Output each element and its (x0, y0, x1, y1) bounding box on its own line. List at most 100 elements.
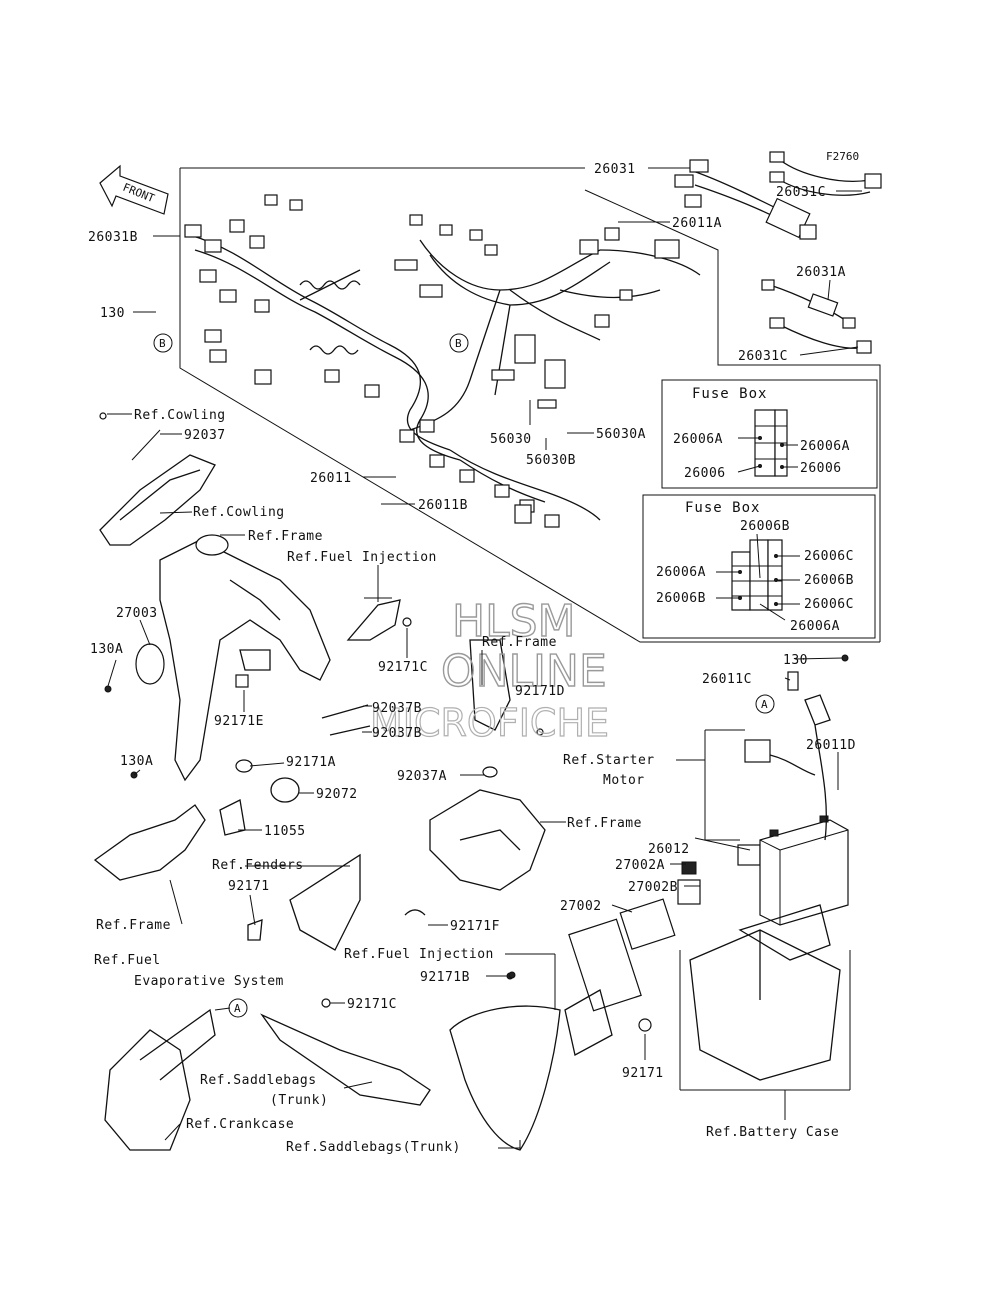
fender-bracket (247, 853, 361, 951)
sub-harness-26031 (674, 159, 817, 240)
sub-harness-26031A (761, 279, 856, 329)
marker-b-mid: B (449, 333, 469, 353)
callout-26012: 26012 (648, 842, 690, 857)
callout-11055: 11055 (264, 824, 306, 839)
svg-text:A: A (234, 1002, 241, 1015)
ref-frame-4: Ref.Frame (96, 918, 171, 933)
callout-26011A: 26011A (672, 216, 722, 231)
fuel-injection-bracket (346, 568, 412, 641)
callout-27003: 27003 (116, 606, 158, 621)
watermark-line-2: ONLINE (441, 646, 607, 697)
callout-130-top: 130 (100, 306, 125, 321)
callout-130A-1: 130A (90, 642, 123, 657)
callout-130A-2: 130A (120, 754, 153, 769)
starter-relay (737, 739, 816, 866)
leader-lines (107, 167, 862, 1149)
ref-fuel-injection-2: Ref.Fuel Injection (344, 947, 494, 962)
callout-92171E: 92171E (214, 714, 264, 729)
fuse-box-2: Fuse Box 26006B 26006A 26006B 26006C 260… (642, 494, 876, 639)
callout-92171C-1: 92171C (378, 660, 428, 675)
callout-92171-left: 92171 (228, 879, 270, 894)
callout-92171A: 92171A (286, 755, 336, 770)
callout-27002: 27002 (560, 899, 602, 914)
callout-26031: 26031 (594, 162, 636, 177)
evaporative-canister (104, 1008, 216, 1151)
callout-92171D: 92171D (515, 684, 565, 699)
ref-saddlebags-2: (Trunk) (270, 1093, 328, 1108)
callout-92171C-2: 92171C (347, 997, 397, 1012)
main-wiring-harness (184, 194, 701, 528)
callout-26031A: 26031A (796, 265, 846, 280)
ref-frame-3: Ref.Frame (567, 816, 642, 831)
front-arrow-icon: FRONT (99, 164, 169, 215)
fuse-box-2-left-1: 26006A (656, 565, 706, 580)
ref-cowling-bottom: Ref.Cowling (193, 505, 285, 520)
ref-saddlebags-1: Ref.Saddlebags (200, 1073, 317, 1088)
ref-fuel-evap-1: Ref.Fuel (94, 953, 161, 968)
callout-26011C: 26011C (702, 672, 752, 687)
callout-92171-right: 92171 (622, 1066, 664, 1081)
svg-text:B: B (159, 337, 166, 350)
marker-b-top: B (153, 333, 173, 353)
watermark-line-3: MICROFICHE (370, 701, 609, 745)
fuse-box-1-left-1: 26006A (673, 432, 723, 447)
callout-92171F: 92171F (450, 919, 500, 934)
callout-92037A: 92037A (397, 769, 447, 784)
ref-fuel-evap-2: Evaporative System (134, 974, 284, 989)
callout-labels: 26031 26011A 26031C 26031A 26031C 26031B… (88, 162, 856, 1155)
terminal-26011D (787, 654, 849, 841)
clamps-92037B (321, 704, 371, 736)
callout-27002A: 27002A (615, 858, 665, 873)
fuse-box-1-title: Fuse Box (692, 386, 767, 402)
ref-crankcase: Ref.Crankcase (186, 1117, 294, 1132)
callout-56030: 56030 (490, 432, 532, 447)
callout-56030A: 56030A (596, 427, 646, 442)
fuse-box-2-right-2: 26006B (804, 573, 854, 588)
ref-fenders: Ref.Fenders (212, 858, 304, 873)
ref-frame-2: Ref.Frame (482, 635, 557, 650)
ref-starter-motor-2: Motor (603, 773, 645, 788)
fuse-box-2-left-2: 26006B (656, 591, 706, 606)
callout-26031C-lower: 26031C (738, 349, 788, 364)
fuse-box-1-right-1: 26006A (800, 439, 850, 454)
callout-92037: 92037 (184, 428, 226, 443)
fuse-box-2-right-3: 26006C (804, 597, 854, 612)
callout-26011: 26011 (310, 471, 352, 486)
fuse-box-2-right-1: 26006C (804, 549, 854, 564)
frame-bracket-center (404, 766, 546, 916)
fuse-box-2-bottom: 26006A (790, 619, 840, 634)
callout-92072: 92072 (316, 787, 358, 802)
ref-cowling-top: Ref.Cowling (134, 408, 226, 423)
callout-130-right: 130 (783, 653, 808, 668)
saddlebag-trunk (449, 971, 561, 1151)
watermark-line-1: HLSM (452, 596, 576, 647)
sub-harness-26031C (769, 151, 882, 196)
battery-case (689, 904, 841, 1081)
cowling-bracket (99, 412, 216, 546)
ref-starter-motor-1: Ref.Starter (563, 753, 655, 768)
harness-region-outline (179, 167, 881, 643)
callout-26011B: 26011B (418, 498, 468, 513)
fuse-box-2-top: 26006B (740, 519, 790, 534)
callout-26031B: 26031B (88, 230, 138, 245)
fuse-box-2-title: Fuse Box (685, 500, 760, 516)
svg-text:A: A (761, 698, 768, 711)
fuse-box-1-right-2: 26006 (800, 461, 842, 476)
ref-battery-case: Ref.Battery Case (706, 1125, 839, 1140)
ref-saddlebags-trunk: Ref.Saddlebags(Trunk) (286, 1140, 461, 1155)
callout-26011D: 26011D (806, 738, 856, 753)
watermark: HLSM ONLINE MICROFICHE (369, 595, 609, 745)
saddlebag-bracket (260, 998, 431, 1106)
ecu-assembly (506, 861, 701, 1056)
clip-92171D (469, 639, 544, 736)
fuse-box-1-left-2: 26006 (684, 466, 726, 481)
figure-code: F2760 (826, 150, 859, 163)
callout-92037B-2: 92037B (372, 726, 422, 741)
frame-section (159, 534, 331, 782)
marker-a-left: A (228, 998, 248, 1018)
callout-27002B: 27002B (628, 880, 678, 895)
fuse-box-1: Fuse Box 26006A 26006 26006A 26006 (661, 379, 878, 489)
ref-frame-1: Ref.Frame (248, 529, 323, 544)
ref-fuel-injection-1: Ref.Fuel Injection (287, 550, 437, 565)
